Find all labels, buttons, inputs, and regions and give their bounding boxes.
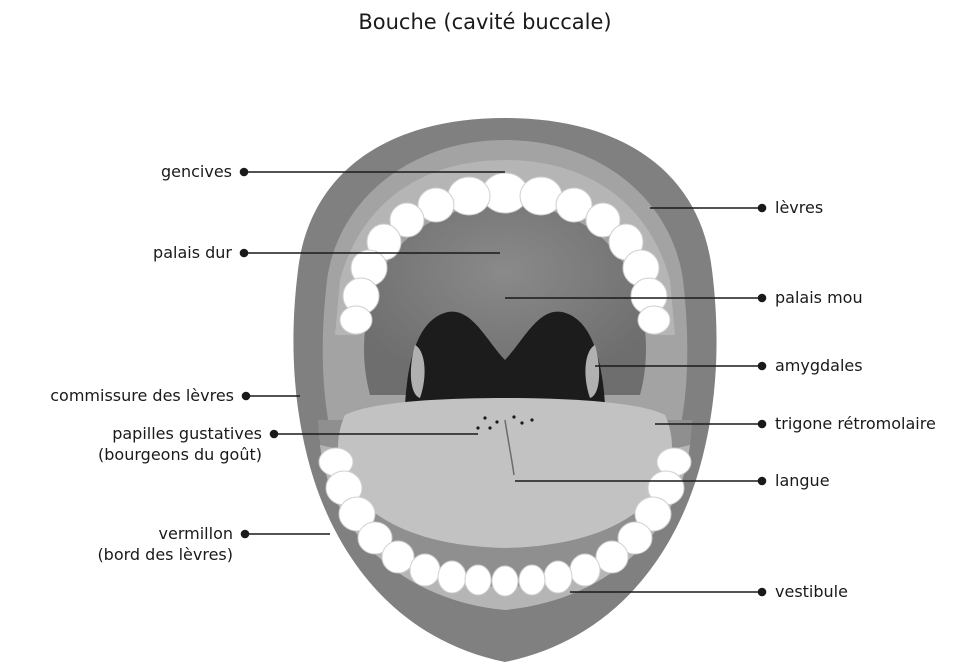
leader-dot-levres [759,205,766,212]
label-commissure: commissure des lèvres [50,386,234,405]
upper-tooth [638,306,670,334]
label-papilles-line2: (bourgeons du goût) [98,445,262,464]
label-vestibule: vestibule [775,582,848,601]
leader-dot-papilles [271,431,278,438]
lower-tooth [465,565,491,595]
leader-dot-commissure [243,393,250,400]
lower-tooth [544,561,572,593]
label-vermillon-line2: (bord des lèvres) [97,545,233,564]
leader-dot-langue [759,478,766,485]
upper-tooth [340,306,372,334]
leader-dot-vestibule [759,589,766,596]
label-palais-dur: palais dur [153,243,232,262]
label-amygdales: amygdales [775,356,863,375]
leader-dot-trigone [759,421,766,428]
leader-dot-vermillon [242,531,249,538]
label-levres: lèvres [775,198,823,217]
upper-tooth [520,177,562,215]
lower-tooth [492,566,518,596]
lower-tooth [596,541,628,573]
lower-tooth [410,554,440,586]
upper-tooth [448,177,490,215]
label-palais-mou: palais mou [775,288,863,307]
lower-tooth [570,554,600,586]
label-trigone: trigone rétromolaire [775,414,936,433]
leader-dot-amygdales [759,363,766,370]
leader-dot-palais-dur [241,250,248,257]
leader-dot-palais-mou [759,295,766,302]
lower-tooth [519,565,545,595]
label-langue: langue [775,471,830,490]
leader-dot-gencives [241,169,248,176]
lower-tooth [438,561,466,593]
lower-tooth [382,541,414,573]
label-gencives: gencives [161,162,232,181]
label-papilles-line1: papilles gustatives [112,424,262,443]
label-vermillon-line1: vermillon [159,524,233,543]
